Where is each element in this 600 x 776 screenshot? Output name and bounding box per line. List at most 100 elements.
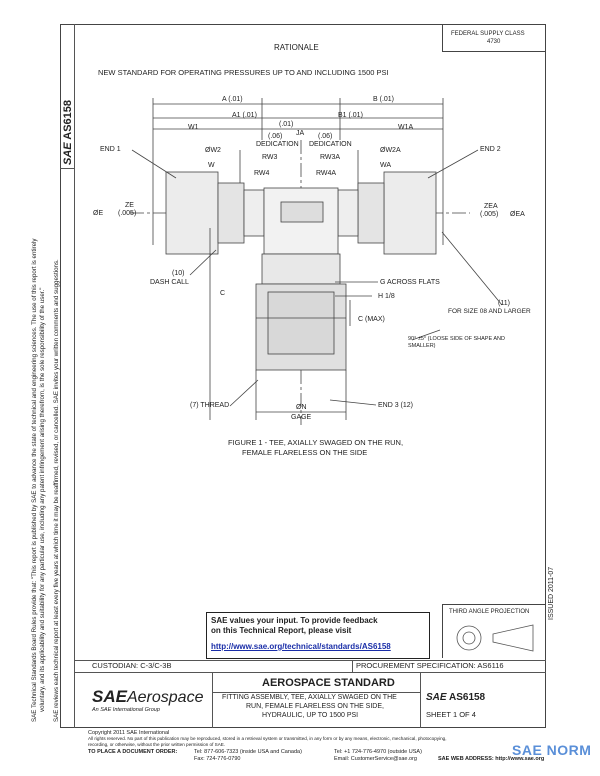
standard-underline [212,692,420,693]
third-angle-label: THIRD ANGLE PROJECTION [449,609,530,615]
left-neck [243,189,265,237]
feedback-link[interactable]: http://www.sae.org/technical/standards/A… [211,642,391,651]
left-notice-line1: SAE Technical Standards Board Rules prov… [31,238,38,723]
label-oea: ØEA [510,211,525,218]
label-c-max: C (MAX) [358,316,385,323]
custodian: CUSTODIAN: C-3/C-3B [92,661,172,670]
watermark: SAE NORM [512,742,592,758]
label-rw4a: RW4A [316,170,337,177]
label-w1a: W1A [398,124,414,131]
drawing-frame [60,24,546,728]
logo-subtitle: An SAE International Group [92,707,160,713]
logo-aerospace: Aerospace [126,689,204,706]
title-desc-2: RUN, FEMALE FLARELESS ON THE SIDE, [246,703,384,710]
label-w: W [208,162,215,169]
label-gage2: GAGE [291,414,312,421]
doc-number-block: SAE AS6158 [426,692,485,704]
right-collar [357,182,385,244]
label-rw3a: RW3A [320,154,341,161]
leader-thread-note [411,329,441,341]
label-end3: END 3 (12) [378,402,414,409]
label-zea: ZEA [484,203,498,210]
footer-rights2: recording, or otherwise, without the pri… [88,742,226,747]
footer-tel2: Tel: +1 724-776-4970 (outside USA) [334,749,422,755]
label-b1-ref: (.01) [348,112,363,119]
label-thread-note: 90° ±5° (LOOSE SIDE OF SHAPE AND SMALLER… [408,336,505,349]
side-hex [261,253,341,285]
label-wa: WA [380,162,392,169]
leader-pn [441,231,503,306]
side-brand: SAE [62,142,74,165]
label-ze: ZE [125,202,134,209]
footer-fax: Fax: 724-776-0790 [194,756,241,762]
label-rw4: RW4 [254,170,270,177]
label-a1-text: A1 [232,112,241,119]
right-sleeve [383,171,437,255]
label-b-ref: (.01) [379,96,395,103]
procurement-divider [352,660,353,672]
footer-rights: All rights reserved. No part of this pub… [88,736,447,741]
leader-dash [189,249,217,276]
left-notice-line2: voluntary, and its applicability and sui… [39,287,46,712]
label-ja: JA [296,130,305,137]
label-gage1: ØN [296,404,307,411]
label-b1: B1 (.01) [338,112,363,120]
leader-end1 [131,149,177,179]
footer-tel1: Tel: 877-606-7323 (inside USA and Canada… [194,749,302,755]
label-oe: ØE [93,210,104,217]
label-zea-ref: (.005) [480,211,499,218]
procurement: PROCUREMENT SPECIFICATION: AS6116 [356,661,504,670]
body-boss [280,201,324,223]
aerospace-standard: AEROSPACE STANDARD [262,677,395,689]
label-ja-ref: (.01) [279,121,294,128]
logo-sae: SAE [92,687,127,706]
label-w1: W1 [188,124,199,131]
feedback-box: SAE values your input. To provide feedba… [206,612,430,659]
doc-ref-box: FEDERAL SUPPLY CLASS 4730 [442,24,546,52]
left-spine-divider [74,24,75,728]
label-dash-call: DASH CALL [150,279,189,286]
side-number: AS6158 [62,99,74,140]
sheet-number: SHEET 1 OF 4 [426,710,476,719]
leader-end3 [329,399,377,406]
label-ow2a: ØW2A [380,147,401,154]
label-b1-text: B1 [338,112,347,119]
third-angle-symbol [456,624,534,652]
label-b-text: B [373,96,378,103]
label-thread: (7) THREAD [190,402,230,409]
sae-aerospace-logo: SAEAerospace An SAE International Group [92,687,203,713]
label-a-text: A [222,96,227,103]
side-nut-inner [267,291,335,355]
left-collar [217,182,245,244]
label-a: A (.01) [222,96,243,104]
label-ded-l: DEDICATION [256,141,299,148]
label-ded-l-ref: (.06) [268,133,283,140]
right-neck [337,189,359,237]
label-end1: END 1 [100,146,121,153]
footer-copyright: Copyright 2011 SAE International [88,730,170,736]
left-notice: SAE Technical Standards Board Rules prov… [31,162,61,723]
title-desc-3: HYDRAULIC, UP TO 1500 PSI [262,712,359,719]
leader-thread [229,379,259,407]
section-title: RATIONALE [274,43,319,52]
title-top-line [74,672,546,673]
title-divider-1 [212,672,213,728]
doc-ref-line1: FEDERAL SUPPLY CLASS [451,31,525,37]
label-ded-r: DEDICATION [309,141,352,148]
figure-caption-2: FEMALE FLARELESS ON THE SIDE [242,448,368,457]
label-pn-line: FOR SIZE 08 AND LARGER [448,308,531,315]
figure-caption-1: FIGURE 1 - TEE, AXIALLY SWAGED ON THE RU… [228,438,404,447]
issue-code: ISSUED 2011-07 [548,566,555,620]
label-end2: END 2 [480,146,501,153]
left-notice-line3: SAE reviews each technical report at lea… [53,259,60,722]
footer-order-label: TO PLACE A DOCUMENT ORDER: [88,749,178,755]
spine-tick [60,168,74,169]
label-rw3: RW3 [262,154,278,161]
label-a1: A1 (.01) [232,112,257,120]
feedback-line1: SAE values your input. To provide feedba… [211,616,378,625]
label-g-across: G ACROSS FLATS [380,279,440,286]
leader-end2 [427,149,479,179]
doc-number: AS6158 [448,692,486,703]
label-a1-ref: (.01) [242,112,257,119]
label-c: C [220,290,226,297]
